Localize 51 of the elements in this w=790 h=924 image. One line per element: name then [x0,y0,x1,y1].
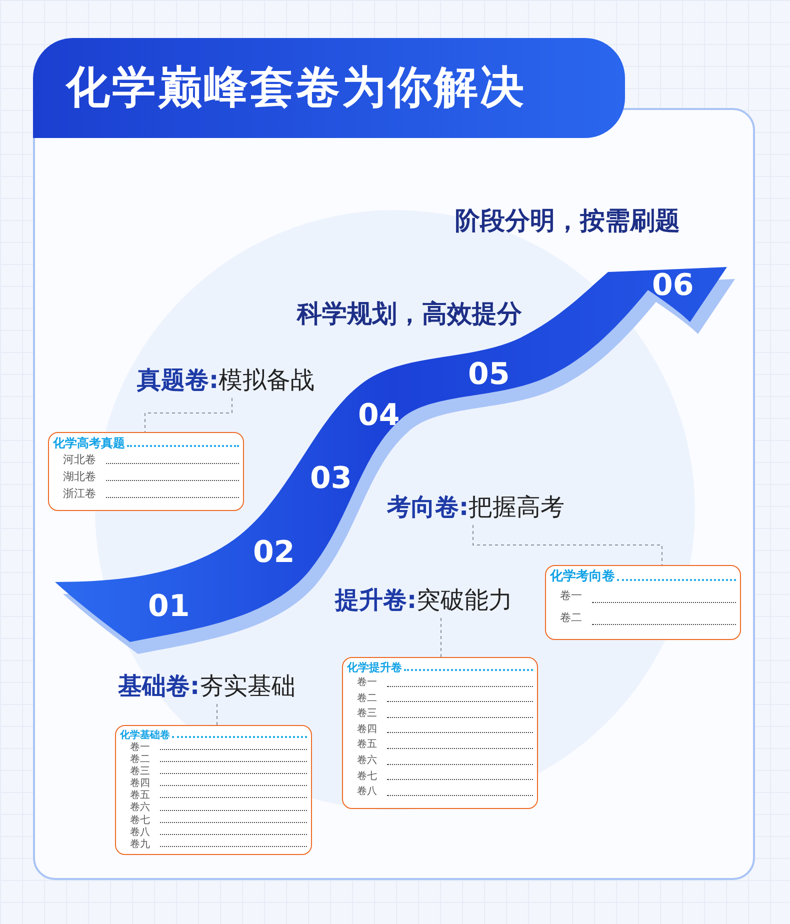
leader-line [216,704,218,726]
volume-purpose-text: 突破能力 [416,586,513,614]
volume-entry: 卷一 [130,742,150,754]
volume-type-label: 考向卷: [387,493,469,521]
step-number: 01 [148,589,190,624]
volume-entry: 河北卷 [63,452,96,468]
volume-purpose-text: 夯实基础 [200,672,296,700]
leader-line [472,524,662,566]
card-heading: 化学考向卷 [550,569,615,585]
slogan-text: 阶段分明，按需刷题 [455,205,680,237]
slogan-text: 科学规划，高效提分 [297,298,522,330]
volume-type-label: 基础卷: [118,672,200,700]
title: 化学巅峰套卷为你解决 [66,61,526,115]
volume-entry: 卷三 [130,766,150,778]
step-number: 05 [468,357,510,392]
volume-entry: 卷二 [357,692,377,706]
contents-card [545,565,741,640]
volume-entry: 卷四 [130,778,150,790]
volume-entry: 卷一 [357,676,377,690]
card-heading: 化学高考真题 [53,436,125,451]
step-number: 03 [310,461,352,496]
volume-entry: 卷六 [130,802,150,814]
step-number: 06 [652,268,694,303]
contents-card [48,432,244,511]
volume-entry: 卷三 [357,707,377,722]
leader-line [144,398,232,432]
volume-entry: 卷六 [357,754,377,768]
volume-purpose-text: 模拟备战 [218,366,315,394]
card-heading: 化学提升卷 [347,661,402,675]
volume-entry: 卷五 [357,738,377,752]
contents-card [342,657,538,809]
volume-entry: 卷五 [130,790,150,802]
volume-purpose-text: 把握高考 [468,493,565,521]
volume-entry: 卷七 [130,814,150,827]
volume-type-label: 提升卷: [335,586,417,614]
volume-entry: 湖北卷 [63,469,96,485]
volume-entry: 卷二 [130,754,150,766]
volume-type-label: 真题卷: [137,366,219,394]
step-number: 02 [253,535,295,570]
card-heading: 化学基础卷 [120,729,170,742]
volume-entry: 卷四 [357,722,377,737]
volume-entry: 卷一 [560,588,582,604]
volume-entry: 卷九 [130,838,150,851]
volume-entry: 卷七 [357,770,377,784]
contents-card [115,725,312,855]
leader-line [440,618,442,658]
volume-entry: 浙江卷 [63,486,96,502]
step-number: 04 [358,398,400,433]
volume-entry: 卷二 [560,610,582,626]
volume-entry: 卷八 [130,826,150,838]
volume-entry: 卷八 [357,785,377,800]
